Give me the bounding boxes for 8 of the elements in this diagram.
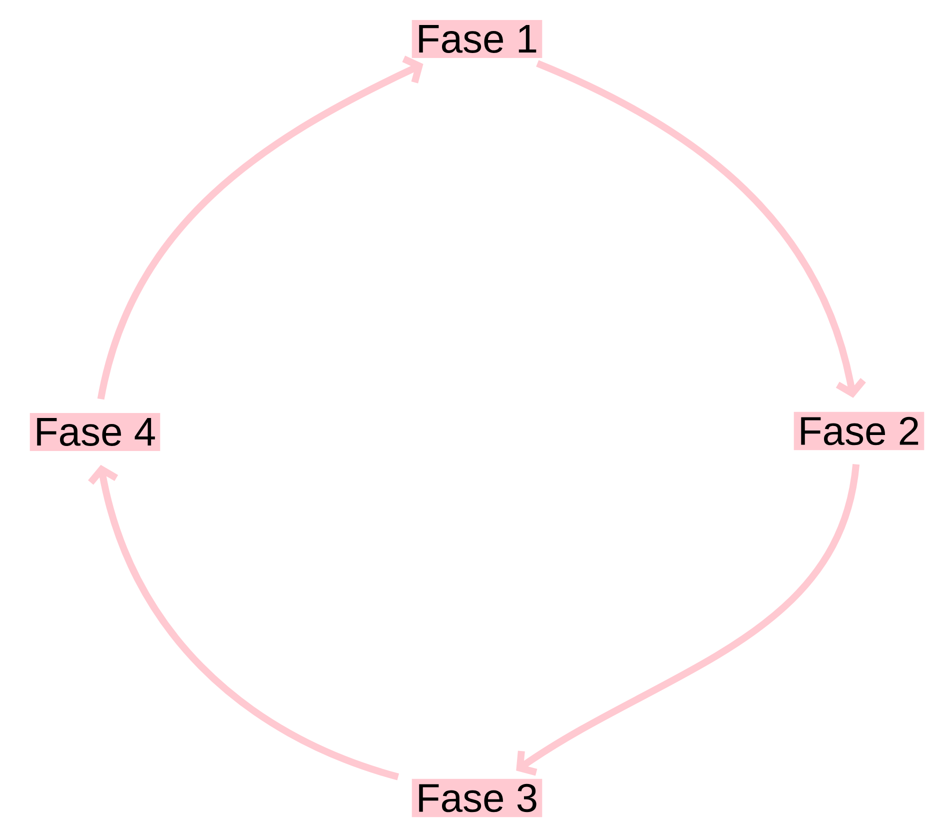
- phase-box: Fase 4: [30, 413, 160, 451]
- arrow: [536, 60, 866, 398]
- phase-box: Fase 3: [412, 778, 542, 818]
- arrow: [97, 56, 424, 400]
- phase-box: Fase 2: [794, 412, 924, 450]
- phase-box: Fase 1: [412, 20, 542, 58]
- arrow: [516, 464, 860, 776]
- arrow: [88, 464, 400, 780]
